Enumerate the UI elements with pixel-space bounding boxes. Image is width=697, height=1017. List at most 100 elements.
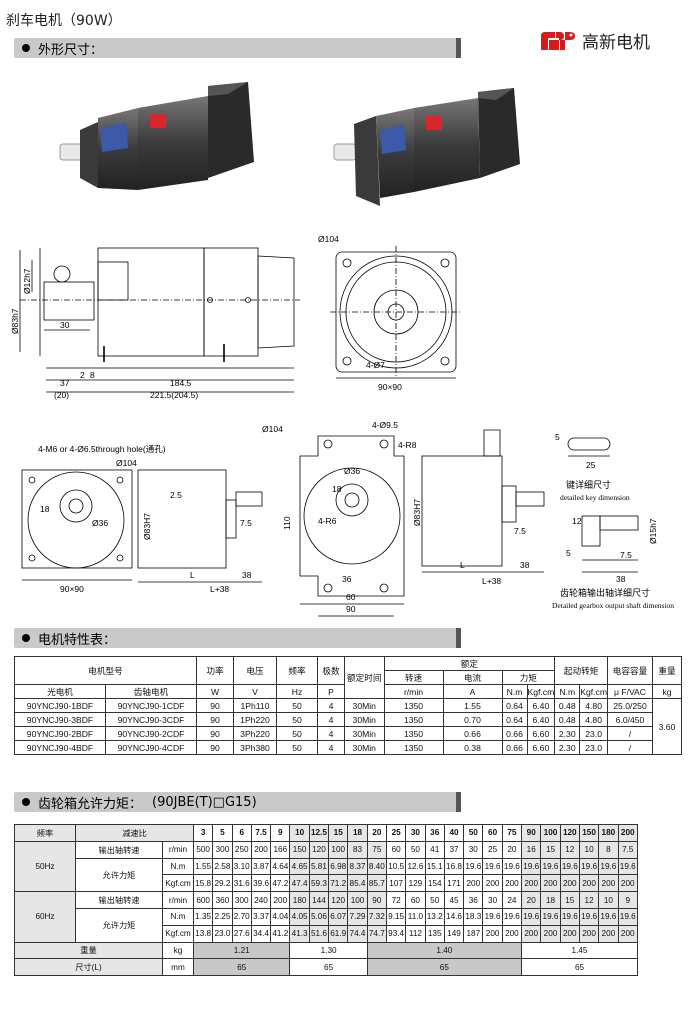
spec-cell: 3Ph380 (233, 740, 277, 755)
gear-left-d104-label: Ø104 (116, 458, 137, 468)
front-sq-label: 90×90 (378, 382, 402, 392)
gear-ratio: 75 (501, 824, 523, 842)
gear-value: 7.5 (617, 840, 639, 859)
gear-value: 85.7 (366, 874, 387, 893)
gear-size-label: 尺寸(L) (14, 958, 163, 977)
gear-value: 14.6 (443, 907, 465, 926)
spec-cell: 0.66 (501, 740, 528, 755)
spec-cell: 6.60 (526, 740, 556, 755)
gear-ratio: 200 (617, 824, 639, 842)
gear-value: 200 (463, 874, 484, 893)
gear-value: 15 (540, 840, 561, 859)
spec-cell: 0.70 (442, 712, 503, 727)
gear-ratio: 150 (578, 824, 600, 842)
gear-value: 135 (424, 924, 445, 943)
gear-value: 250 (231, 840, 252, 859)
gear-left-75-label: 7.5 (240, 518, 252, 528)
gear-value: 4.04 (270, 907, 291, 926)
gear-value: 180 (289, 891, 310, 909)
gear-ratio: 18 (347, 824, 368, 842)
gear-value: 60 (385, 840, 407, 859)
key-en-label: detailed key dimension (560, 493, 630, 502)
spec-header: 电流 (442, 670, 503, 685)
gear-ratio: 5 (212, 824, 233, 842)
gear-value: 4.65 (289, 857, 310, 876)
gear-value: 19.6 (578, 907, 600, 926)
gear-mid-18-label: 18 (332, 484, 342, 494)
gear-value: 200 (521, 874, 542, 893)
gear-value: 15 (559, 891, 580, 909)
shaft-en-label: Detailed gearbox output shaft dimension (552, 601, 674, 610)
gear-ratio: 50 (463, 824, 484, 842)
gear-size: 65 (289, 958, 368, 977)
spec-cell: 4.80 (579, 698, 608, 713)
gear-value: 144 (308, 891, 330, 909)
spec-header: 力矩 (501, 670, 556, 685)
gear-value: 19.6 (501, 907, 523, 926)
spec-cell: / (607, 740, 653, 755)
spec-cell: 1Ph220 (233, 712, 277, 727)
gear-value: 3.10 (231, 857, 252, 876)
spec-cell: 1Ph110 (233, 698, 277, 713)
gear-value: 200 (540, 924, 561, 943)
gear-value: 154 (424, 874, 445, 893)
gear-value: 107 (385, 874, 407, 893)
spec-cell: 25.0/250 (607, 698, 653, 713)
gear-weight: 1.21 (192, 941, 291, 960)
gear-value: 18.3 (463, 907, 484, 926)
gear-value: 200 (617, 924, 639, 943)
gear-value: 47.4 (289, 874, 310, 893)
spec-unit: Kgf.cm (579, 684, 608, 699)
gear-value: 37 (443, 840, 465, 859)
spec-cell: 1350 (383, 726, 444, 741)
spec-cell: 30Min (344, 726, 385, 741)
spec-cell: 2.30 (554, 740, 581, 755)
gear-value: 4.05 (289, 907, 310, 926)
gear-value: 360 (212, 891, 233, 909)
gear-value: 41 (424, 840, 445, 859)
section-gearbox-model: (90JBE(T)□G15) (152, 794, 257, 810)
gear-mid-110-label: 110 (282, 516, 292, 530)
gear-freq: 50Hz (14, 840, 76, 893)
gear-value: 85.4 (347, 874, 368, 893)
gear-value: 19.6 (482, 907, 503, 926)
dim-30-label: 30 (60, 320, 70, 330)
motor-photo-1 (59, 82, 254, 190)
gear-value: 300 (231, 891, 252, 909)
gear-mid-L-label: L (460, 560, 465, 570)
gear-ratio: 3 (192, 824, 214, 842)
gear-weight-label: 重量 (14, 941, 163, 960)
gear-value: 200 (482, 924, 503, 943)
spec-cell: 6.40 (526, 698, 556, 713)
gear-value: 150 (289, 840, 310, 859)
spec-cell: 90YNCJ90-4BDF (14, 740, 106, 755)
bullet-icon (22, 44, 30, 52)
gear-value: 19.6 (463, 857, 484, 876)
gear-ratio: 60 (482, 824, 503, 842)
spec-cell: 1350 (383, 712, 444, 727)
spec-header: 电压 (233, 656, 277, 685)
gear-ratio: 12.5 (308, 824, 330, 842)
spec-unit: N.m (501, 684, 528, 699)
gear-size: 65 (192, 958, 291, 977)
key-5-label: 5 (555, 432, 560, 442)
dim-2-label: 2 (80, 370, 85, 380)
gear-value: 19.6 (521, 857, 542, 876)
spec-unit: V (233, 684, 277, 699)
spec-unit: kg (652, 684, 682, 699)
spec-unit: Hz (276, 684, 318, 699)
spec-unit: Kgf.cm (526, 684, 556, 699)
gear-out-speed-label: 输出轴转速 (75, 840, 163, 859)
spec-cell: 1.55 (442, 698, 503, 713)
gear-mid-60-label: 60 (346, 592, 356, 602)
gear-ratio: 15 (328, 824, 349, 842)
spec-cell: 30Min (344, 698, 385, 713)
gear-value: 12 (578, 891, 600, 909)
gear-ratio: 180 (598, 824, 619, 842)
brand-name: 高新电机 (582, 33, 650, 53)
section-gearbox-label: 齿轮箱允许力矩： (38, 796, 143, 812)
section-dimensions: 外形尺寸： (14, 38, 461, 58)
gear-unit: Kgf.cm (162, 924, 194, 943)
gear-value: 200 (270, 891, 291, 909)
